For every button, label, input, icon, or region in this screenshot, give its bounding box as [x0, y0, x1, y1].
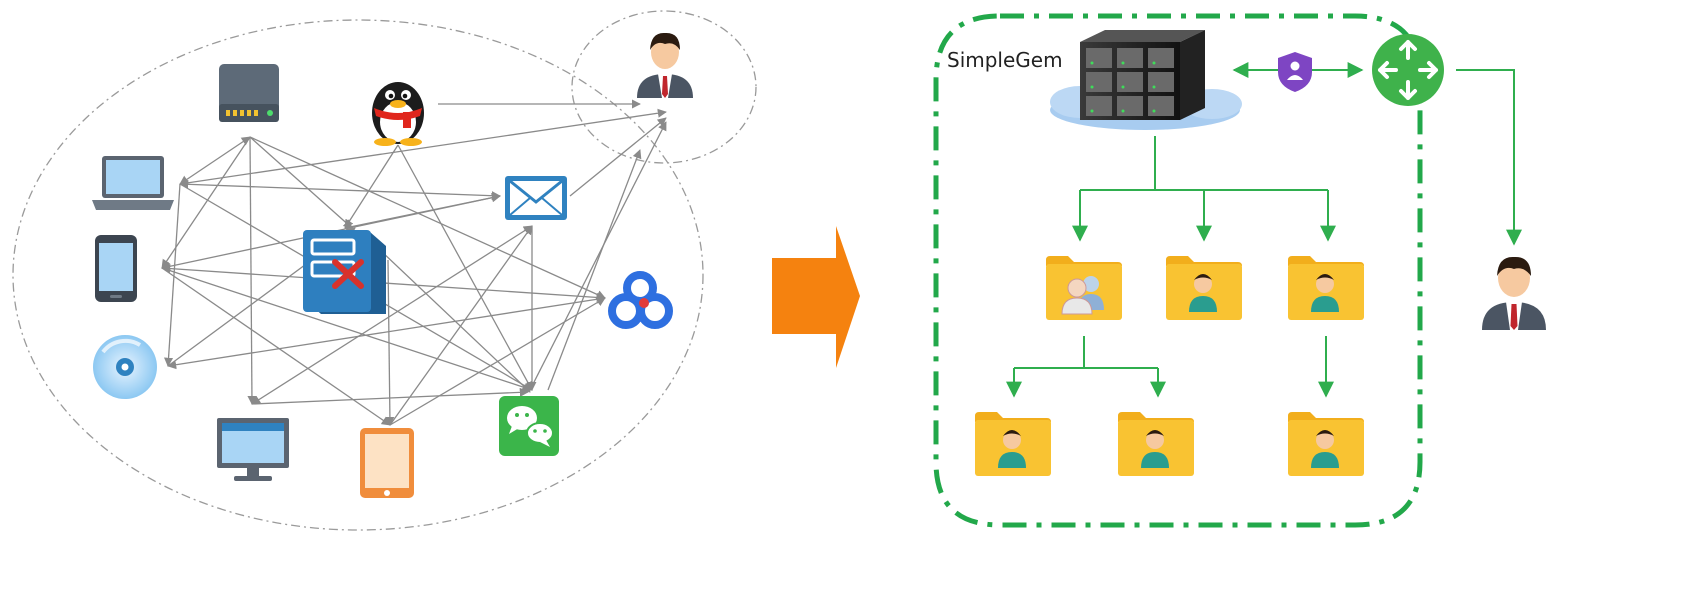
shield-user-icon — [1278, 52, 1312, 92]
user-folder-icon — [975, 412, 1051, 476]
left-cluster — [12, 10, 757, 531]
server-label: SimpleGem — [947, 48, 1063, 72]
server-rack-icon — [1050, 30, 1242, 130]
cluster-ellipse — [12, 19, 704, 531]
user-folder-icon — [1166, 256, 1242, 320]
group-folder-icon — [1046, 256, 1122, 320]
router-icon — [1372, 34, 1444, 106]
transition-arrow — [772, 226, 860, 368]
phone-icon — [95, 235, 137, 302]
user-icon — [637, 32, 693, 98]
right-cluster: SimpleGem — [933, 13, 1546, 528]
user-folder-icon — [1288, 412, 1364, 476]
simplegem-boundary — [933, 13, 1423, 528]
user-folder-icon — [1118, 412, 1194, 476]
cloud-drive-icon — [608, 271, 673, 329]
user-folder-icon — [1288, 256, 1364, 320]
qq-penguin-icon — [372, 82, 424, 146]
disc-icon — [93, 335, 157, 399]
tree-lines — [1006, 136, 1336, 398]
wechat-icon — [499, 396, 559, 456]
hard-drive-icon — [219, 64, 279, 122]
server-blocked-icon — [303, 230, 386, 314]
tablet-icon — [360, 428, 414, 498]
mesh-lines — [161, 99, 667, 426]
email-icon — [505, 176, 567, 220]
monitor-icon — [217, 418, 289, 481]
router-user-link — [1456, 69, 1522, 246]
laptop-icon — [92, 156, 174, 210]
user-ellipse — [571, 10, 757, 164]
user-icon — [1482, 256, 1546, 330]
